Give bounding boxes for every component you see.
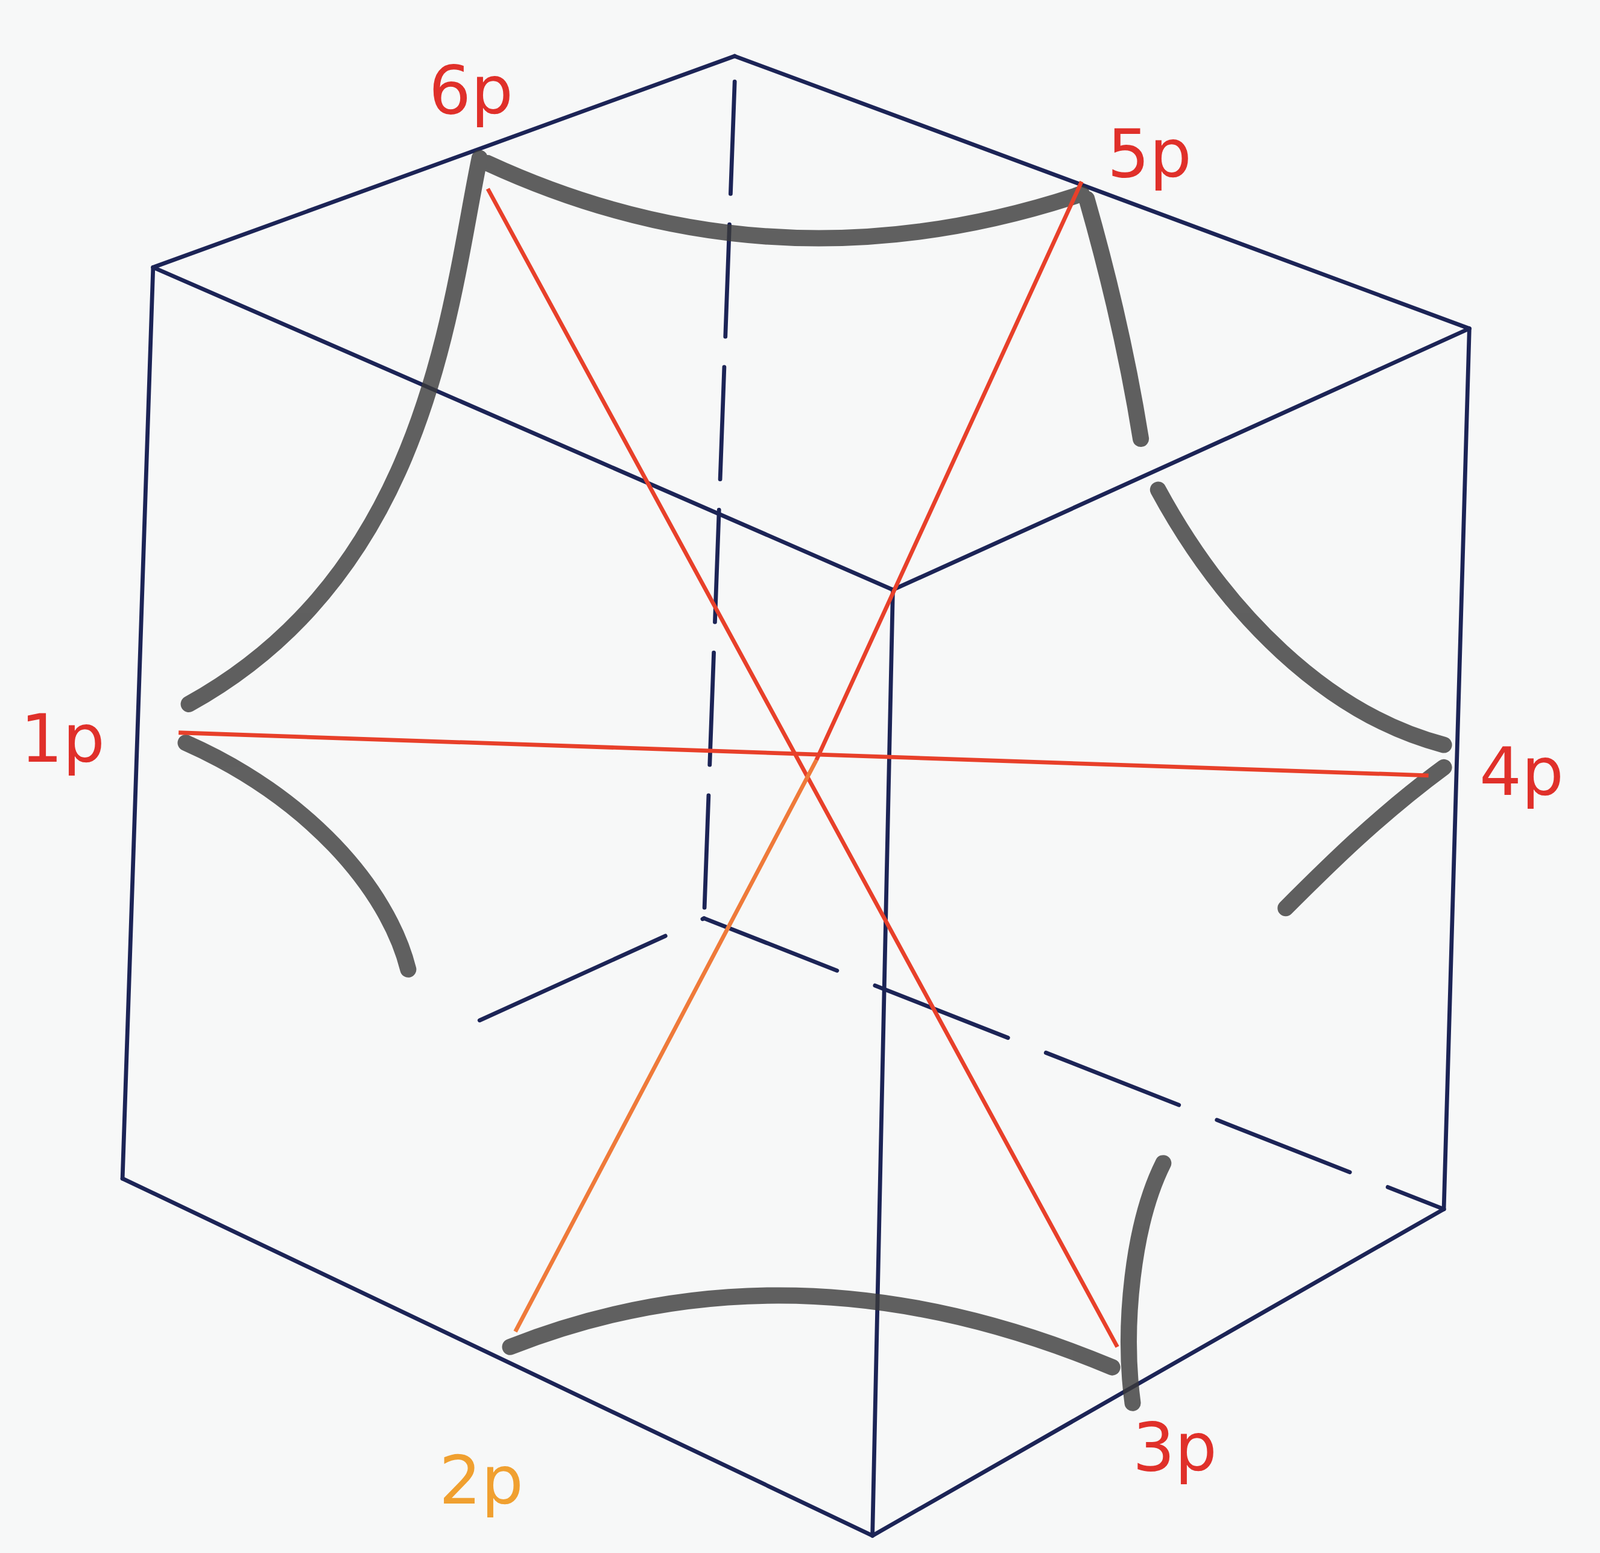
- orange-diagonal: [515, 759, 816, 1332]
- cube-edges: [122, 56, 1470, 1536]
- red-diagonals: [178, 181, 1429, 1347]
- vertex-label: 2p: [439, 1447, 524, 1514]
- vertex-label: 6p: [428, 57, 514, 124]
- vertex-label: 5p: [1107, 120, 1192, 187]
- vertex-label: 4p: [1479, 738, 1564, 806]
- hexagon-arcs: [185, 158, 1444, 1403]
- vertex-label: 3p: [1132, 1414, 1218, 1481]
- vertex-label: 1p: [20, 705, 105, 772]
